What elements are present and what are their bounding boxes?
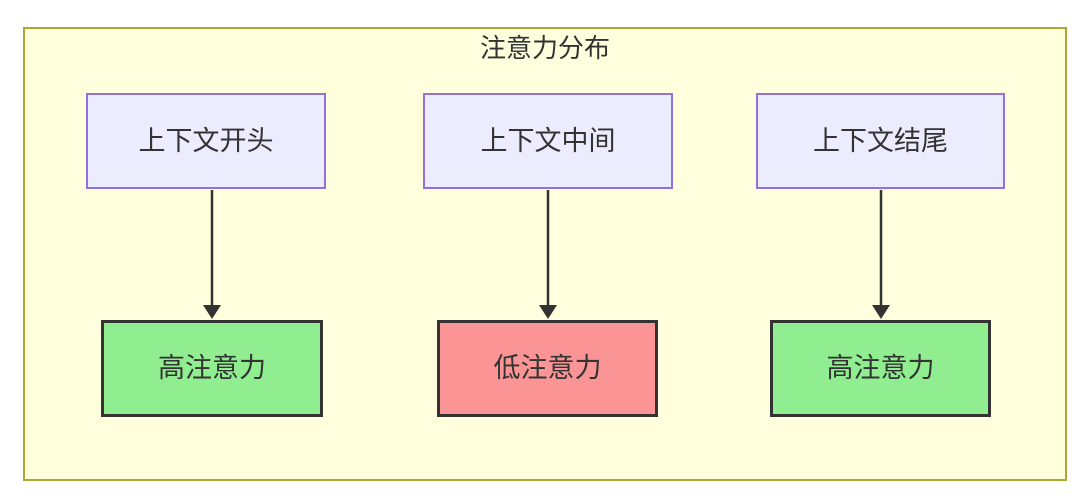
node-attention-high-left: 高注意力 bbox=[101, 320, 323, 417]
node-attention-low-middle-label: 低注意力 bbox=[493, 353, 602, 383]
node-attention-high-right-label: 高注意力 bbox=[826, 353, 935, 383]
node-context-end-label: 上下文结尾 bbox=[813, 125, 948, 156]
diagram-title: 注意力分布 bbox=[479, 33, 610, 63]
node-context-middle: 上下文中间 bbox=[423, 93, 673, 189]
node-context-end: 上下文结尾 bbox=[756, 93, 1005, 189]
node-context-start-label: 上下文开头 bbox=[138, 125, 274, 156]
node-attention-high-left-label: 高注意力 bbox=[158, 353, 266, 383]
node-attention-low-middle: 低注意力 bbox=[437, 320, 658, 417]
node-context-start: 上下文开头 bbox=[86, 93, 326, 189]
node-attention-high-right: 高注意力 bbox=[770, 320, 991, 417]
node-context-middle-label: 上下文中间 bbox=[480, 125, 616, 156]
